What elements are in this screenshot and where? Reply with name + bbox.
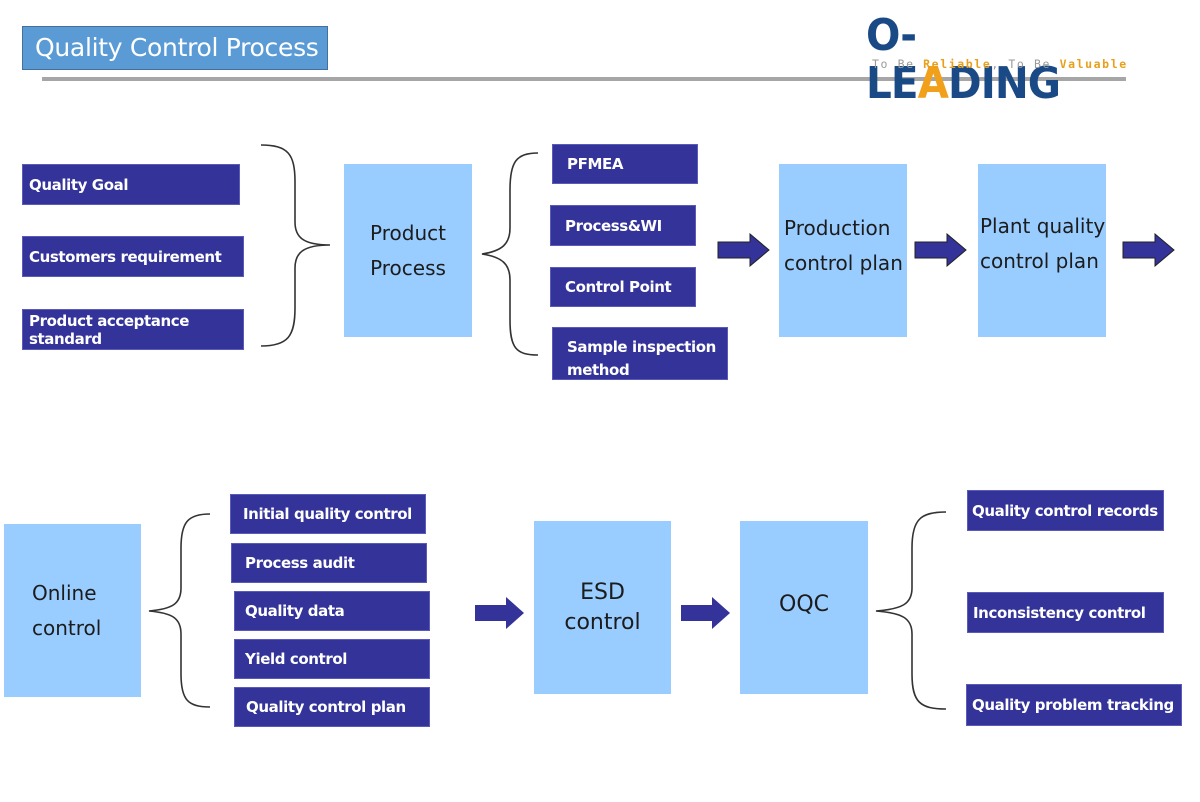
item-quality-problem-tracking: Quality problem tracking bbox=[966, 684, 1182, 726]
item-yield-control: Yield control bbox=[234, 639, 430, 679]
stage-label: Production control plan bbox=[784, 215, 903, 275]
stage-esd-control: ESD control bbox=[534, 521, 671, 694]
stage-oqc: OQC bbox=[740, 521, 868, 694]
brace-left-icon bbox=[875, 511, 947, 710]
stage-product-process: Product Process bbox=[344, 164, 472, 337]
stage-online-control: Online control bbox=[4, 524, 141, 697]
item-pfmea: PFMEA bbox=[552, 144, 698, 184]
stage-label: OQC bbox=[779, 592, 829, 617]
stage-label: ESD control bbox=[564, 579, 641, 635]
item-initial-quality-control: Initial quality control bbox=[230, 494, 426, 534]
tagline-part: To Be bbox=[872, 57, 924, 71]
company-logo: O-LEADING To Be Reliable, To Be Valuable bbox=[866, 12, 1126, 108]
tagline-part: , To Be bbox=[991, 57, 1060, 71]
brace-right-icon bbox=[260, 144, 331, 347]
header-divider bbox=[42, 77, 1126, 81]
arrow-right-icon bbox=[681, 597, 730, 629]
item-control-point: Control Point bbox=[550, 267, 696, 307]
arrow-right-icon bbox=[717, 233, 770, 267]
item-process-wi: Process&WI bbox=[550, 205, 696, 246]
stage-label: Plant quality control plan bbox=[980, 213, 1106, 273]
stage-production-control-plan: Production control plan bbox=[779, 164, 907, 337]
brace-left-icon bbox=[148, 513, 211, 708]
item-quality-control-plan: Quality control plan bbox=[234, 687, 430, 727]
logo-tagline: To Be Reliable, To Be Valuable bbox=[872, 57, 1128, 71]
stage-plant-quality-control-plan: Plant quality control plan bbox=[978, 164, 1106, 337]
item-quality-data: Quality data bbox=[234, 591, 430, 631]
input-box-customers-requirement: Customers requirement bbox=[22, 236, 244, 277]
input-box-product-acceptance: Product acceptance standard bbox=[22, 309, 244, 350]
item-inconsistency-control: Inconsistency control bbox=[967, 592, 1164, 633]
stage-label: Online control bbox=[32, 580, 102, 640]
tagline-highlight: Valuable bbox=[1059, 57, 1128, 71]
logo-text-2: DING bbox=[948, 58, 1061, 109]
item-quality-control-records: Quality control records bbox=[967, 490, 1164, 531]
stage-label: Product Process bbox=[370, 220, 446, 280]
input-box-quality-goal: Quality Goal bbox=[22, 164, 240, 205]
tagline-highlight: Reliable bbox=[923, 57, 992, 71]
page-title: Quality Control Process bbox=[22, 26, 328, 70]
logo-text-1: O-LE bbox=[866, 10, 919, 109]
item-sample-inspection-method: Sample inspection method bbox=[552, 327, 728, 380]
arrow-right-icon bbox=[1122, 233, 1175, 267]
logo-text-accent: A bbox=[917, 58, 949, 109]
arrow-right-icon bbox=[914, 233, 967, 267]
arrow-right-icon bbox=[475, 597, 524, 629]
brace-left-icon bbox=[481, 152, 539, 356]
item-process-audit: Process audit bbox=[231, 543, 427, 583]
logo-wordmark: O-LEADING bbox=[866, 12, 1103, 108]
